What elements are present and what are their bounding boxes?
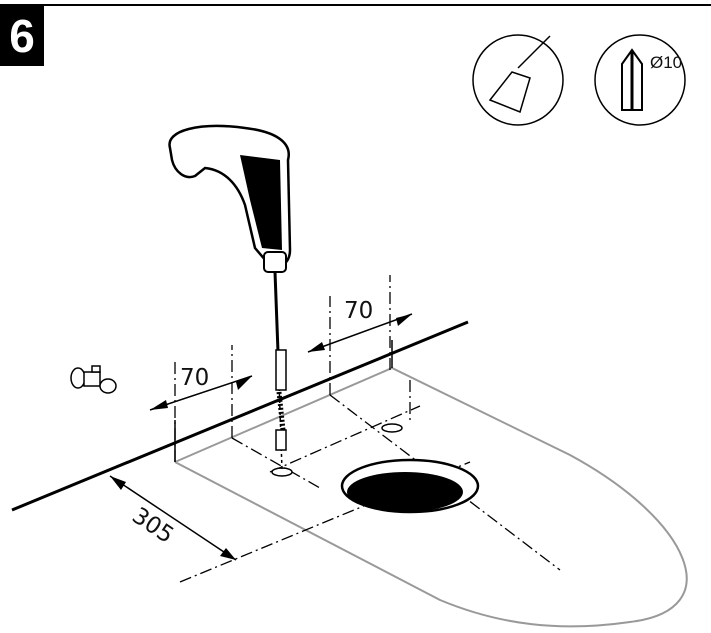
power-drill-icon — [168, 124, 292, 471]
drill-bit-diameter: Ø10 — [650, 53, 682, 72]
step-number: 6 — [0, 6, 44, 66]
angle-valve-icon — [70, 365, 117, 394]
dimension-305 — [109, 475, 237, 561]
drill-tool-icon — [472, 34, 564, 126]
dimension-right-label: 70 — [344, 298, 373, 324]
drill-bit-icon — [594, 34, 686, 126]
anchor-hole-left — [271, 467, 293, 477]
dimension-305-label: 305 — [127, 503, 178, 549]
toilet-footprint-outline — [174, 366, 688, 628]
dimension-left-70 — [149, 375, 253, 411]
dimension-right-70 — [307, 313, 413, 353]
anchor-hole-right — [381, 423, 403, 433]
drain-hole — [347, 472, 463, 512]
dimension-left-label: 70 — [180, 365, 209, 391]
